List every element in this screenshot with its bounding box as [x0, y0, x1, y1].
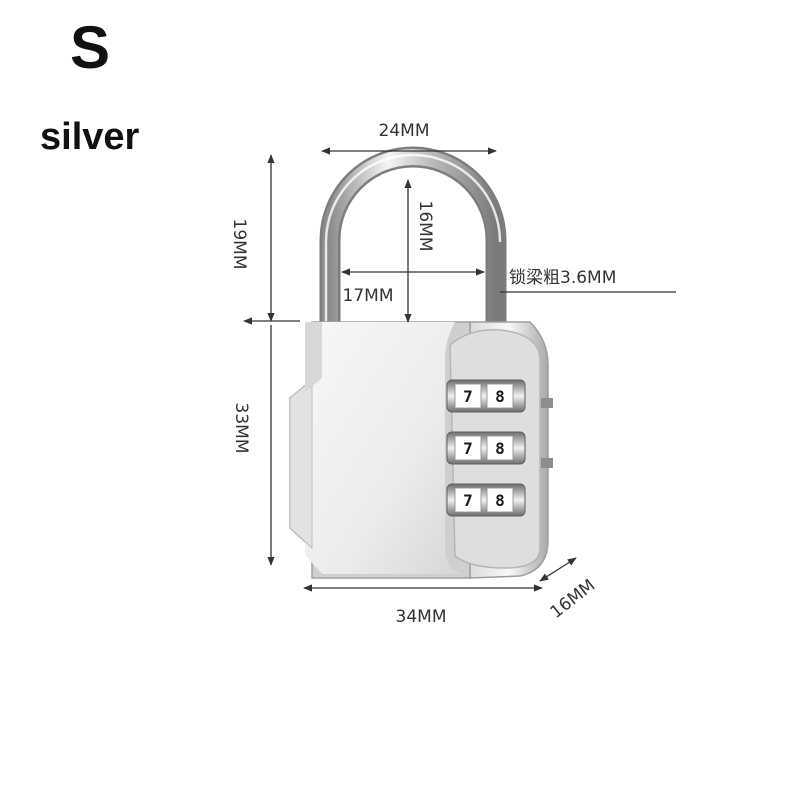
- dial-1-right-digit: 8: [495, 387, 505, 406]
- shackle: [319, 146, 507, 328]
- body-height-label: 33MM: [231, 403, 251, 454]
- shackle-inner-height-label: 16MM: [415, 201, 435, 252]
- size-label: S: [70, 14, 111, 81]
- top-width-label: 24MM: [379, 121, 430, 141]
- shackle-thickness-label: 锁梁粗3.6MM: [509, 268, 616, 288]
- combination-dial-1[interactable]: 7 8: [446, 379, 526, 413]
- combination-dial-2[interactable]: 7 8: [446, 431, 526, 465]
- shackle-inner-width-label: 17MM: [343, 286, 394, 306]
- dial-1-left-digit: 7: [463, 387, 473, 406]
- lock-body: [289, 321, 471, 579]
- dial-3-left-digit: 7: [463, 491, 473, 510]
- shackle-height-label: 19MM: [229, 219, 249, 270]
- body-depth-dimension-line: [539, 557, 577, 582]
- dial-2-left-digit: 7: [463, 439, 473, 458]
- body-width-label: 34MM: [396, 607, 447, 627]
- body-depth-label: 16MM: [547, 575, 599, 622]
- dial-2-right-digit: 8: [495, 439, 505, 458]
- combination-dial-3[interactable]: 7 8: [446, 483, 526, 517]
- dial-3-right-digit: 8: [495, 491, 505, 510]
- color-label: silver: [40, 116, 140, 158]
